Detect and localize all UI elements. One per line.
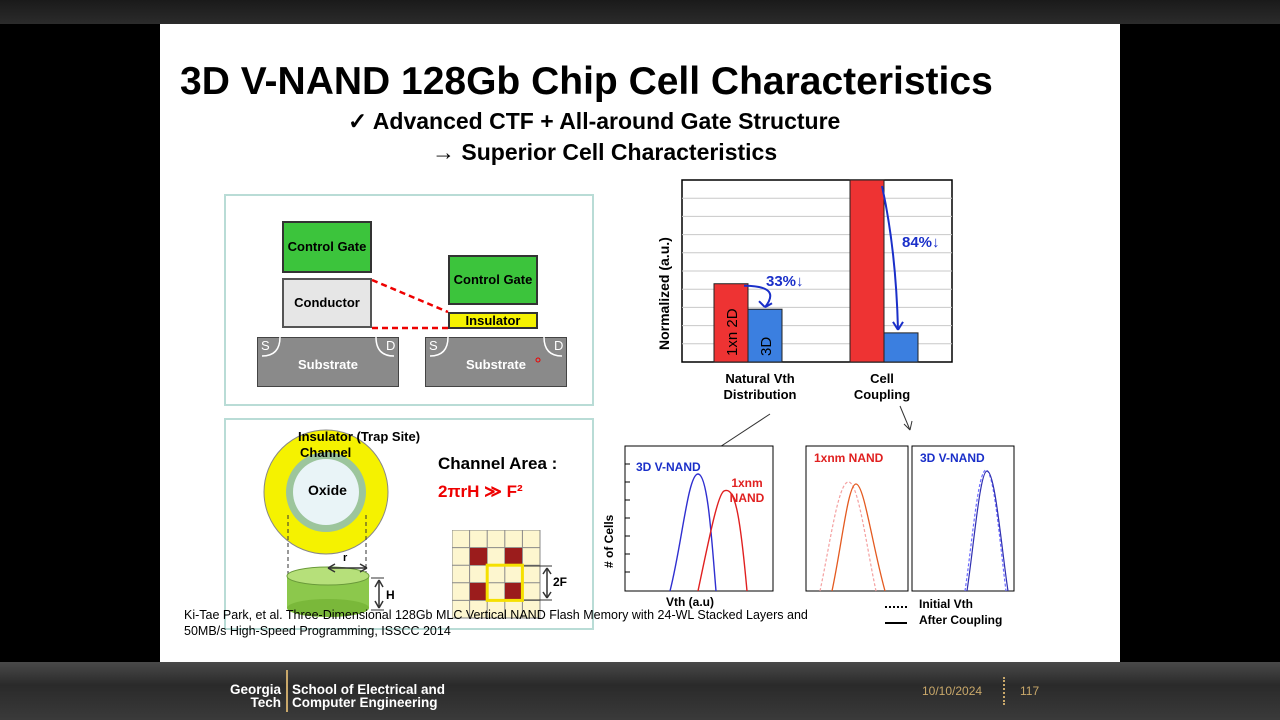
bar-chart-ylabel: Normalized (a.u.)	[656, 237, 672, 350]
reduction-arrow-2	[881, 185, 899, 330]
logo-line-2: Tech	[250, 695, 281, 710]
vth-label-3d-left: 3D V-NAND	[636, 460, 701, 474]
annotation-33: 33%↓	[766, 273, 804, 290]
georgia-tech-logo: Georgia Tech	[221, 682, 281, 710]
slide-number: 117	[1020, 684, 1040, 698]
oxide-label: Oxide	[308, 482, 347, 498]
legend-after-coupling: After Coupling	[919, 613, 1003, 627]
conductor-box: Conductor	[282, 278, 372, 328]
letterbox-right	[1120, 24, 1280, 664]
height-label: H	[386, 588, 395, 602]
legend-initial-vth: Initial Vth	[919, 597, 973, 611]
substrate-box-1: Substrate	[257, 337, 399, 387]
channel-label: Channel	[300, 445, 352, 460]
vth-xlabel: Vth (a.u)	[666, 595, 714, 609]
subtitle-line-1: ✓ Advanced CTF + All-around Gate Structu…	[348, 108, 841, 134]
bar-1xn-2D-1	[849, 179, 885, 363]
source-drain-arcs	[261, 336, 563, 363]
vth-label-1x-mid: 1xnm NAND	[814, 451, 884, 465]
logo-divider	[286, 670, 288, 712]
logo-line-1: Georgia	[229, 682, 281, 697]
cell-grid-diagram	[452, 530, 552, 619]
letterbox-left	[0, 24, 160, 664]
channel-area-title: Channel Area :	[438, 454, 558, 473]
dept-line-1: School of Electrical and	[292, 682, 446, 697]
cylinder-diagram	[263, 429, 389, 617]
reduction-arrow-1	[743, 284, 772, 308]
subtitle-line-2: → Superior Cell Characteristics	[432, 139, 778, 165]
2f-label: 2F	[553, 575, 568, 589]
substrate-box-2: Substrate	[425, 337, 567, 387]
vth-ylabel: # of Cells	[602, 514, 616, 568]
bar-label-1xn-2D: 1xn 2D	[724, 308, 741, 356]
department-name: School of Electrical and Computer Engine…	[292, 682, 446, 710]
source-label-2: S	[429, 338, 438, 353]
vth-distribution-plots	[624, 405, 1015, 624]
normalized-bar-chart: 1xn 2D 3D	[681, 179, 953, 363]
bar-3D-1	[883, 332, 919, 363]
radius-label: r	[343, 552, 348, 564]
footer-separator	[1003, 677, 1007, 705]
control-gate-box-1: Control Gate	[282, 221, 372, 273]
slide: 3D V-NAND 128Gb Chip Cell Characteristic…	[160, 24, 1120, 662]
reduction-arrowhead-2	[892, 321, 904, 331]
category-label-1: Natural Vth Distribution	[723, 371, 797, 402]
control-gate-box-2: Control Gate	[448, 255, 538, 305]
bar-label-3D: 3D	[758, 337, 775, 356]
category-label-2: Cell Coupling	[853, 371, 911, 402]
window-top-bar	[0, 0, 1280, 24]
gate-structure-panel: Control Gate Conductor Control Gate Insu…	[224, 194, 594, 406]
vth-label-3d-right: 3D V-NAND	[920, 451, 985, 465]
insulator-box: Insulator	[448, 312, 538, 329]
drain-label-1: D	[386, 338, 396, 353]
annotation-84: 84%↓	[902, 234, 940, 251]
insulator-trap-label: Insulator (Trap Site)	[298, 429, 421, 444]
bar-3D-0	[747, 308, 783, 363]
channel-area-panel: Insulator (Trap Site) Channel Oxide r H …	[224, 418, 594, 630]
source-label-1: S	[261, 338, 270, 353]
vth-label-1x-left: 1xnm NAND	[729, 476, 765, 505]
slide-title: 3D V-NAND 128Gb Chip Cell Characteristic…	[180, 60, 993, 103]
channel-area-formula: 2πrH ≫ F²	[438, 482, 523, 501]
drain-label-2: D	[554, 338, 564, 353]
gate-connector-lines	[371, 278, 449, 330]
slide-date: 10/10/2024	[922, 684, 983, 698]
footer-bar: Georgia Tech School of Electrical and Co…	[0, 662, 1280, 720]
reduction-arrowhead-1	[758, 300, 773, 309]
citation: Ki-Tae Park, et al. Three-Dimensional 12…	[184, 608, 808, 638]
dept-line-2: Computer Engineering	[292, 695, 438, 710]
